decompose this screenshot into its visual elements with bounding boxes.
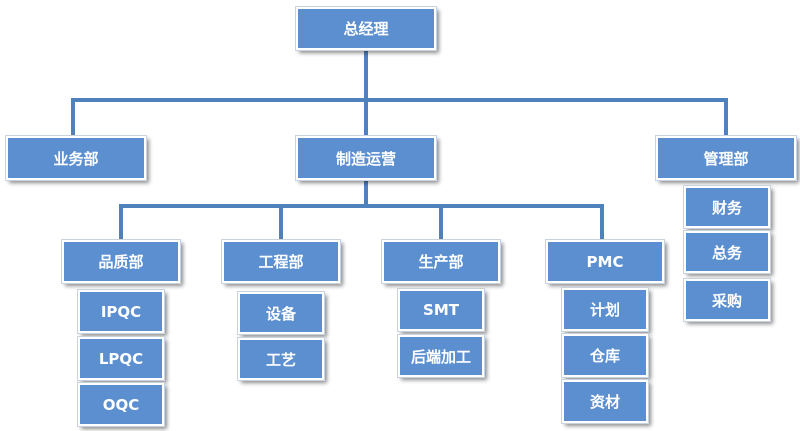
node-admin-unit-finance: 财务 <box>683 185 771 229</box>
node-manufacturing-operations: 制造运营 <box>295 135 437 181</box>
node-pmc-unit-warehouse: 仓库 <box>561 333 649 378</box>
node-pmc-unit-materials: 资材 <box>561 379 649 424</box>
node-quality-unit-oqc: OQC <box>77 382 165 427</box>
node-admin-dept: 管理部 <box>655 135 797 181</box>
node-quality-unit-lpqc: LPQC <box>77 336 165 381</box>
node-pmc-dept: PMC <box>545 239 665 284</box>
node-sales-dept: 业务部 <box>5 135 147 181</box>
node-engineering-unit-equipment: 设备 <box>237 291 325 335</box>
node-production-unit-smt: SMT <box>397 288 485 332</box>
node-production-dept: 生产部 <box>381 239 501 284</box>
node-engineering-unit-process: 工艺 <box>237 337 325 381</box>
node-quality-dept: 品质部 <box>61 239 181 284</box>
node-admin-unit-general-affairs: 总务 <box>683 230 771 274</box>
node-general-manager: 总经理 <box>295 6 437 51</box>
node-admin-unit-purchasing: 采购 <box>683 278 771 322</box>
node-pmc-unit-planning: 计划 <box>561 287 649 332</box>
node-quality-unit-ipqc: IPQC <box>77 289 165 334</box>
node-engineering-dept: 工程部 <box>221 239 341 284</box>
node-production-unit-back-end: 后端加工 <box>397 334 485 378</box>
